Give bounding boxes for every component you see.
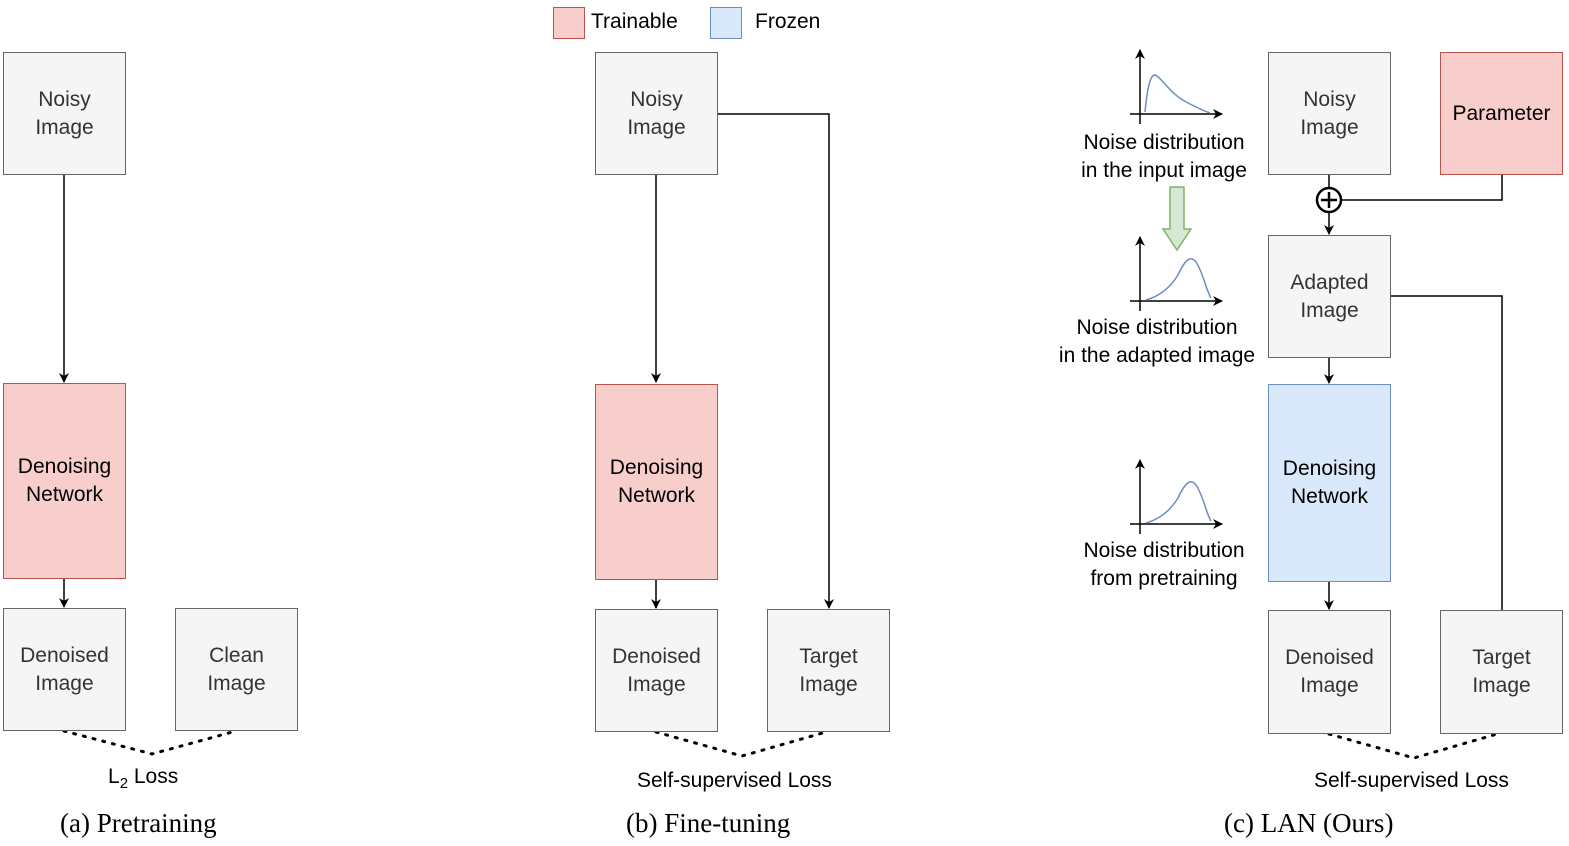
a-caption: (a) Pretraining	[60, 808, 217, 838]
c-dist-pre-l2: from pretraining	[1090, 567, 1238, 590]
c-line-adapted-to-target	[1391, 295, 1503, 610]
b-target-l2: Image	[799, 672, 858, 696]
c-dist-pre-l1: Noise distribution	[1083, 539, 1245, 562]
c-param-label: Parameter	[1452, 101, 1551, 125]
c-loss-dots	[1327, 732, 1499, 760]
a-loss-main: L	[108, 765, 120, 788]
dist-plot-input	[1130, 49, 1223, 124]
c-dist-adapted-l1: Noise distribution	[1076, 316, 1238, 339]
b-noisy-l1: Noisy	[630, 87, 683, 111]
a-loss-dots	[62, 729, 238, 756]
a-noisy-l1: Noisy	[38, 87, 91, 111]
c-adapted-l2: Image	[1300, 298, 1359, 322]
a-loss-label: L2 Loss	[108, 763, 178, 798]
b-loss-label: Self-supervised Loss	[637, 769, 832, 792]
c-net-l2: Network	[1290, 485, 1369, 508]
dist-plot-adapted	[1130, 236, 1223, 311]
green-down-arrow-icon	[1161, 186, 1193, 252]
c-denoised-l2: Image	[1300, 674, 1359, 697]
a-clean-l2: Image	[207, 671, 266, 695]
c-noisy-l2: Image	[1300, 115, 1359, 139]
b-target-l1: Target	[799, 644, 858, 668]
c-denoised-l1: Denoised	[1285, 646, 1374, 669]
a-net-l1: Denoising	[17, 455, 112, 478]
c-dist-adapted-label: Noise distribution in the adapted image	[1042, 314, 1272, 370]
legend-frozen-swatch	[710, 7, 742, 39]
c-target-l2: Image	[1472, 674, 1531, 697]
a-clean-l1: Clean	[209, 643, 264, 667]
b-denoised-l1: Denoised	[612, 644, 701, 668]
c-dist-input-label: Noise distribution in the input image	[1064, 129, 1264, 185]
c-dist-pre-label: Noise distribution from pretraining	[1064, 537, 1264, 593]
c-net-l1: Denoising	[1282, 457, 1377, 480]
legend-trainable-label: Trainable	[591, 10, 678, 33]
c-loss-label: Self-supervised Loss	[1314, 769, 1509, 792]
c-caption: (c) LAN (Ours)	[1224, 808, 1394, 838]
c-dist-input-l1: Noise distribution	[1083, 131, 1245, 154]
c-line-param-to-plus	[1341, 175, 1503, 201]
a-loss-rest: Loss	[128, 765, 179, 788]
b-caption: (b) Fine-tuning	[626, 808, 791, 838]
legend-frozen-label: Frozen	[755, 10, 821, 33]
c-parameter-box: Parameter	[1440, 52, 1563, 175]
a-denoised-l1: Denoised	[20, 643, 109, 667]
b-net-l2: Network	[617, 484, 696, 507]
b-noisy-l2: Image	[627, 115, 686, 139]
c-adapted-l1: Adapted	[1290, 270, 1369, 294]
a-loss-sub: 2	[119, 775, 129, 793]
b-arrow-noisy-to-target	[718, 113, 834, 609]
b-denoised-l2: Image	[627, 672, 686, 696]
dist-plot-pretraining	[1130, 459, 1223, 534]
a-net-l2: Network	[25, 483, 104, 506]
b-net-l1: Denoising	[609, 456, 704, 479]
c-noisy-l1: Noisy	[1303, 87, 1356, 111]
b-loss-dots	[654, 730, 828, 758]
c-dist-adapted-l2: in the adapted image	[1058, 344, 1256, 367]
a-noisy-l2: Image	[35, 115, 94, 139]
c-dist-input-l2: in the input image	[1081, 159, 1247, 182]
legend-trainable-swatch	[553, 7, 585, 39]
a-denoised-l2: Image	[35, 671, 94, 695]
c-target-l1: Target	[1472, 646, 1531, 669]
